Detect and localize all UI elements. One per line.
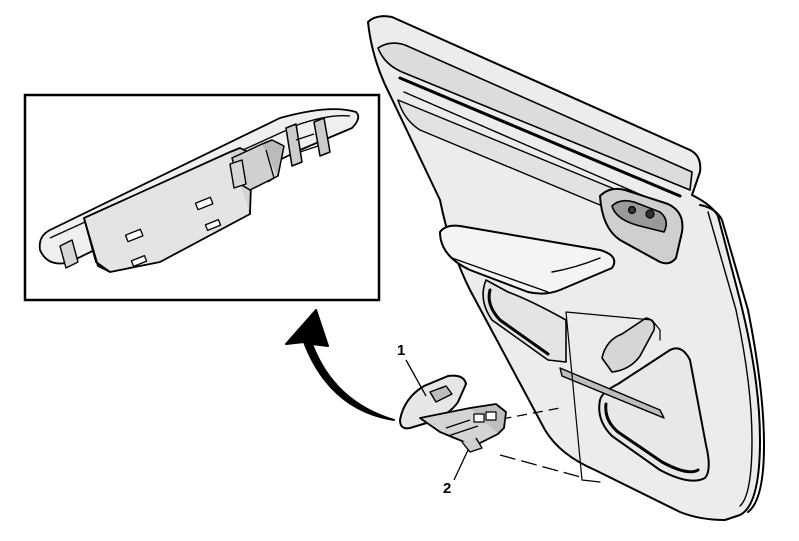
door-top-rail — [377, 42, 693, 191]
window-switch-connector — [419, 403, 507, 453]
armrest — [439, 224, 616, 295]
leader-1 — [405, 359, 427, 397]
door-handle-lever — [611, 199, 668, 233]
inset-switch-rear-view — [38, 108, 360, 273]
window-switch-bezel — [399, 374, 467, 430]
leader-2 — [453, 449, 469, 481]
cutaway-pane — [565, 311, 661, 483]
switch-recess — [601, 317, 656, 373]
detail-inset — [23, 93, 381, 302]
door-map-pocket — [482, 279, 567, 363]
door-right-flange — [699, 204, 765, 513]
alignment-lines — [469, 407, 585, 479]
direction-arrow — [285, 309, 395, 421]
callout-2: 2 — [443, 480, 452, 497]
callout-leaders — [405, 359, 469, 481]
door-trim-strip — [559, 367, 665, 419]
door-trim-panel — [367, 15, 765, 521]
callout-1: 1 — [397, 342, 406, 359]
